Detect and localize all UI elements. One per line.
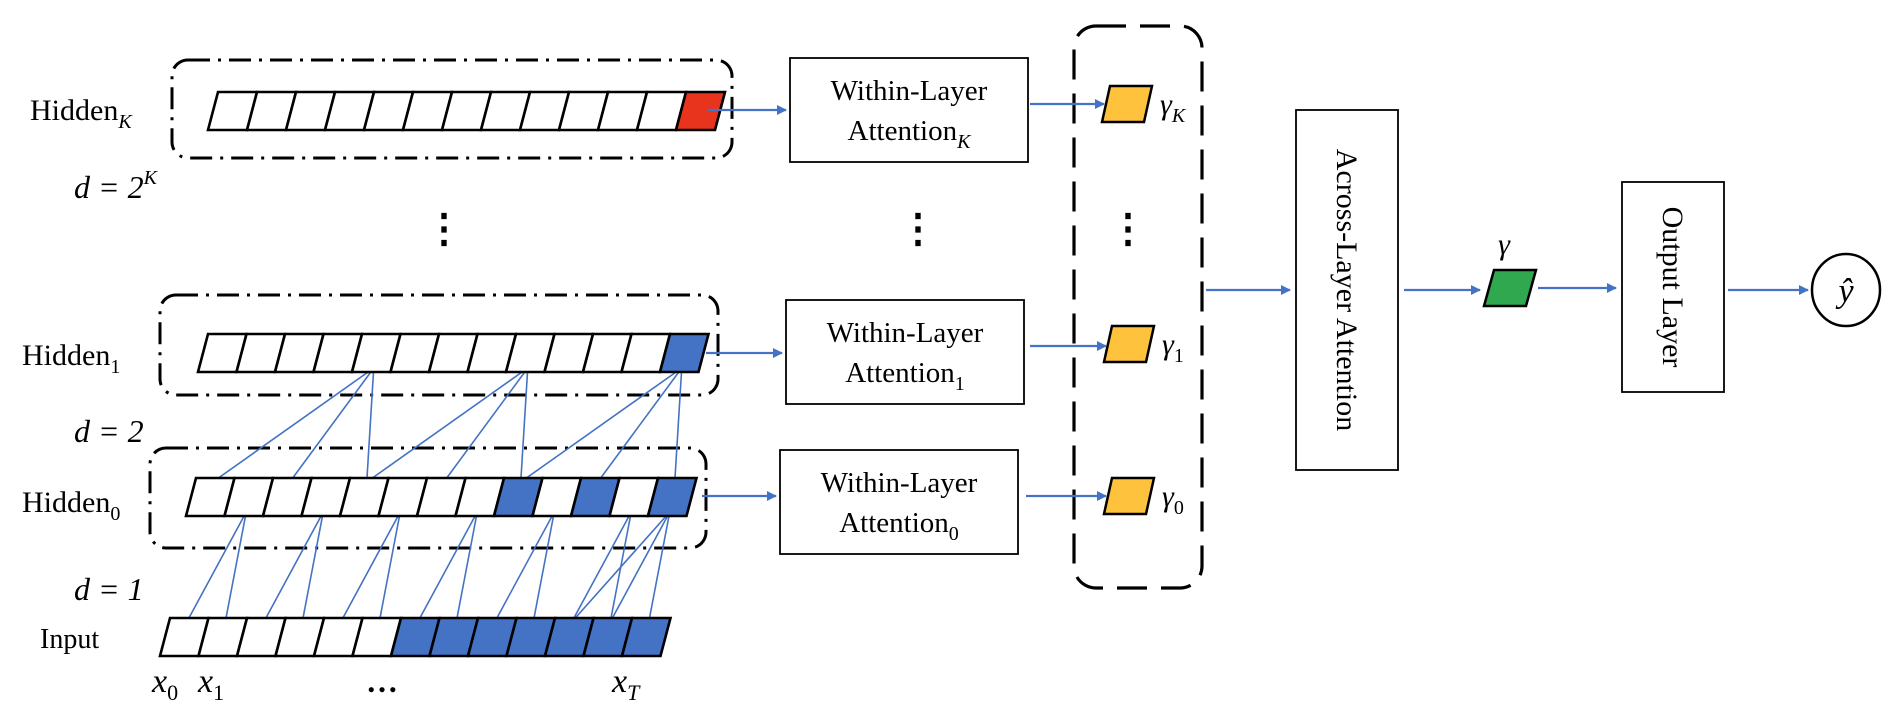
- svg-text:Within-Layer: Within-Layer: [831, 75, 988, 107]
- connection-input-to-hidden0: [186, 511, 247, 623]
- hidden-0-group-box: [148, 446, 708, 550]
- gamma-final-label: γ: [1498, 228, 1511, 261]
- vertical-ellipsis-attention: ⋮: [898, 206, 938, 251]
- dilation-one-label: d = 2: [74, 413, 144, 449]
- connection-hidden0-to-hidden1: [673, 367, 683, 483]
- gamma-0-label: γ0: [1162, 480, 1184, 519]
- hidden-1-label: Hidden1: [22, 339, 120, 378]
- connection-input-to-hidden0: [571, 511, 632, 623]
- output-layer: Output Layer: [1621, 181, 1725, 393]
- connection-input-to-hidden0: [224, 511, 248, 623]
- input-label: Input: [40, 624, 99, 655]
- connection-hidden0-to-hidden1: [597, 367, 683, 483]
- input-ellipsis-label: …: [366, 663, 398, 699]
- connection-hidden0-to-hidden1: [289, 367, 375, 483]
- within-layer-attention-1: Within-Layer Attention1: [785, 299, 1025, 405]
- connection-input-to-hidden0: [571, 511, 671, 623]
- connection-hidden0-to-hidden1: [520, 367, 683, 483]
- connection-input-to-hidden0: [532, 511, 556, 623]
- connection-input-to-hidden0: [455, 511, 479, 623]
- gamma-k-weight: [1100, 84, 1154, 124]
- svg-text:Within-Layer: Within-Layer: [821, 467, 978, 499]
- connection-hidden0-to-hidden1: [443, 367, 529, 483]
- gamma-k-label: γK: [1160, 88, 1187, 127]
- connection-input-to-hidden0: [647, 511, 671, 623]
- svg-text:Attention0: Attention0: [839, 507, 959, 545]
- across-layer-attention: Across-Layer Attention: [1295, 109, 1399, 471]
- dilation-k-label: d = 2K: [74, 167, 159, 205]
- within-layer-attention-0: Within-Layer Attention0: [779, 449, 1019, 555]
- gamma-1-label: γ1: [1162, 328, 1184, 367]
- flow-arrows: [702, 99, 1809, 501]
- hidden-1-cells: [196, 332, 711, 374]
- vertical-ellipsis-hidden: ⋮: [424, 206, 464, 251]
- svg-text:Across-Layer Attention: Across-Layer Attention: [1330, 149, 1363, 431]
- hidden-k-label: HiddenK: [30, 94, 133, 133]
- gamma-0-weight: [1102, 476, 1156, 516]
- connection-input-to-hidden0: [417, 511, 478, 623]
- input-cells: [158, 616, 673, 658]
- hidden-0-label: Hidden0: [22, 486, 120, 525]
- connection-hidden0-to-hidden1: [519, 367, 529, 483]
- connection-input-to-hidden0: [263, 511, 324, 623]
- svg-text:Within-Layer: Within-Layer: [827, 317, 984, 349]
- dilation-zero-label: d = 1: [74, 571, 144, 607]
- svg-text:Output Layer: Output Layer: [1656, 207, 1689, 368]
- gamma-group-box: [1072, 24, 1204, 590]
- connection-input-to-hidden0: [340, 511, 401, 623]
- svg-text:ŷ: ŷ: [1835, 273, 1854, 310]
- input-x1-label: x1: [197, 663, 224, 705]
- hidden-1-group-box: [158, 293, 720, 397]
- input-x0-label: x0: [151, 663, 178, 705]
- connection-input-to-hidden0: [301, 511, 325, 623]
- connection-input-to-hidden0: [378, 511, 402, 623]
- connection-hidden0-to-hidden1: [212, 367, 375, 483]
- hidden-k-cells: [206, 90, 727, 132]
- vertical-ellipsis-gamma: ⋮: [1108, 206, 1148, 251]
- hidden-0-cell-filled: [646, 476, 699, 518]
- input-xt-label: xT: [611, 663, 641, 705]
- gamma-final-weight: [1482, 268, 1538, 308]
- gamma-1-weight: [1102, 324, 1156, 364]
- connection-hidden0-to-hidden1: [365, 367, 375, 483]
- connection-hidden0-to-hidden1: [366, 367, 529, 483]
- connection-input-to-hidden0: [494, 511, 555, 623]
- dilated-connections: [186, 367, 683, 623]
- hidden-0-cells: [184, 476, 699, 518]
- hidden-1-cell-filled: [658, 332, 711, 374]
- svg-text:AttentionK: AttentionK: [848, 115, 973, 153]
- hidden-k-cell-filled: [674, 90, 727, 132]
- connection-input-to-hidden0: [609, 511, 671, 623]
- within-layer-attention-k: Within-Layer AttentionK: [789, 57, 1029, 163]
- prediction-output: ŷ: [1810, 252, 1882, 328]
- svg-text:Attention1: Attention1: [845, 357, 965, 395]
- input-cell-filled: [620, 616, 673, 658]
